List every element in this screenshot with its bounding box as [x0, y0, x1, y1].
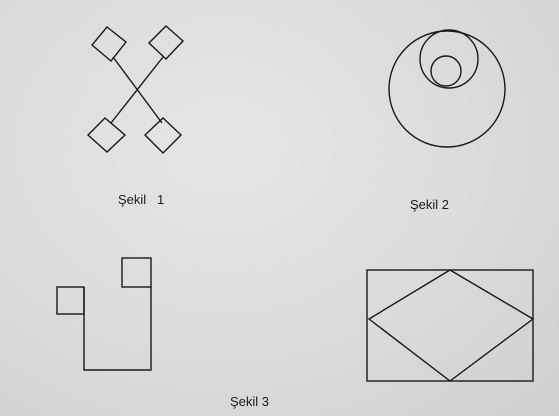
caption-figure-3: Şekil 3	[230, 394, 270, 409]
figure-3-right-square	[121, 257, 152, 288]
figure-2-inner-circle	[430, 55, 462, 87]
figure-1-square-bottom-right	[143, 117, 183, 154]
figure-1-square-top-right	[147, 25, 185, 60]
figure-1-x-shape	[86, 25, 185, 154]
figure-4-rectangle	[366, 269, 534, 382]
figure-3-u-path	[83, 287, 152, 371]
caption-figure-2: Şekil 2	[410, 197, 450, 212]
figure-2-outer-circle	[388, 30, 506, 148]
figure-1-square-bottom-left	[86, 117, 127, 153]
figure-2-middle-circle	[419, 29, 479, 89]
figure-3-open-shape	[56, 257, 152, 371]
figure-3-left-square	[56, 286, 85, 315]
figure-1-diagonal-b	[110, 56, 164, 124]
figure-4-rectangle-rhombus	[366, 269, 535, 382]
figure-1-square-top-left	[91, 26, 127, 63]
caption-figure-1: Şekil 1	[118, 192, 165, 207]
figure-4-rhombus	[367, 269, 535, 382]
figure-2-circles	[388, 29, 506, 148]
